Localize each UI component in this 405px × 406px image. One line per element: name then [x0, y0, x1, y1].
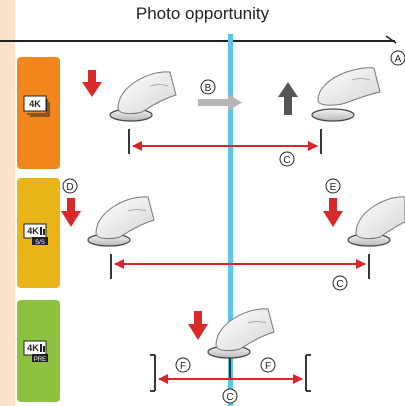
ss-label: S/S — [35, 240, 45, 246]
photo-opportunity-line — [228, 34, 233, 406]
shutter-button-press-stop — [347, 196, 405, 247]
press-arrow — [82, 70, 102, 97]
shutter-button-press-pre — [207, 308, 275, 359]
release-arrow — [278, 82, 298, 115]
svg-text:4K: 4K — [27, 343, 39, 353]
4k-pre-burst-icon: 4K PRE — [23, 340, 48, 363]
pre-label: PRE — [34, 357, 46, 363]
marker-d-label: D — [66, 182, 73, 193]
marker-b: B — [200, 79, 216, 95]
mode-tile-4k-burst — [17, 57, 60, 169]
svg-text:4K: 4K — [27, 226, 39, 236]
marker-e-label: E — [330, 182, 337, 193]
shutter-button-release — [311, 67, 381, 122]
shutter-button-press — [109, 71, 177, 122]
timeline-end-icon — [385, 35, 397, 44]
gray-move-arrow — [198, 94, 242, 111]
press-arrow-start — [61, 198, 81, 227]
bracket-right — [305, 354, 311, 392]
marker-c-3: C — [222, 388, 238, 404]
marker-d: D — [62, 178, 78, 194]
diagram-title: Photo opportunity — [135, 4, 270, 23]
bracket-left — [150, 354, 156, 392]
press-arrow-stop — [323, 198, 343, 227]
marker-f-left: F — [175, 357, 191, 373]
4k-burst-start-stop-icon: 4K S/S — [23, 223, 48, 246]
marker-a: A — [390, 50, 405, 66]
marker-c-1: C — [279, 151, 295, 167]
svg-text:C: C — [226, 392, 233, 403]
marker-a-label: A — [395, 54, 402, 65]
svg-text:4K: 4K — [29, 99, 41, 109]
marker-f-right-label: F — [265, 361, 271, 372]
marker-e: E — [325, 178, 341, 194]
svg-text:C: C — [336, 279, 343, 290]
4k-burst-icon: 4K — [23, 95, 50, 117]
marker-f-right: F — [260, 357, 276, 373]
marker-b-label: B — [205, 83, 212, 94]
shutter-button-press-start — [87, 196, 155, 247]
marker-f-left-label: F — [180, 361, 186, 372]
marker-c-2: C — [332, 275, 348, 291]
left-band — [0, 0, 15, 406]
press-arrow-pre — [188, 311, 208, 340]
svg-text:C: C — [283, 155, 290, 166]
